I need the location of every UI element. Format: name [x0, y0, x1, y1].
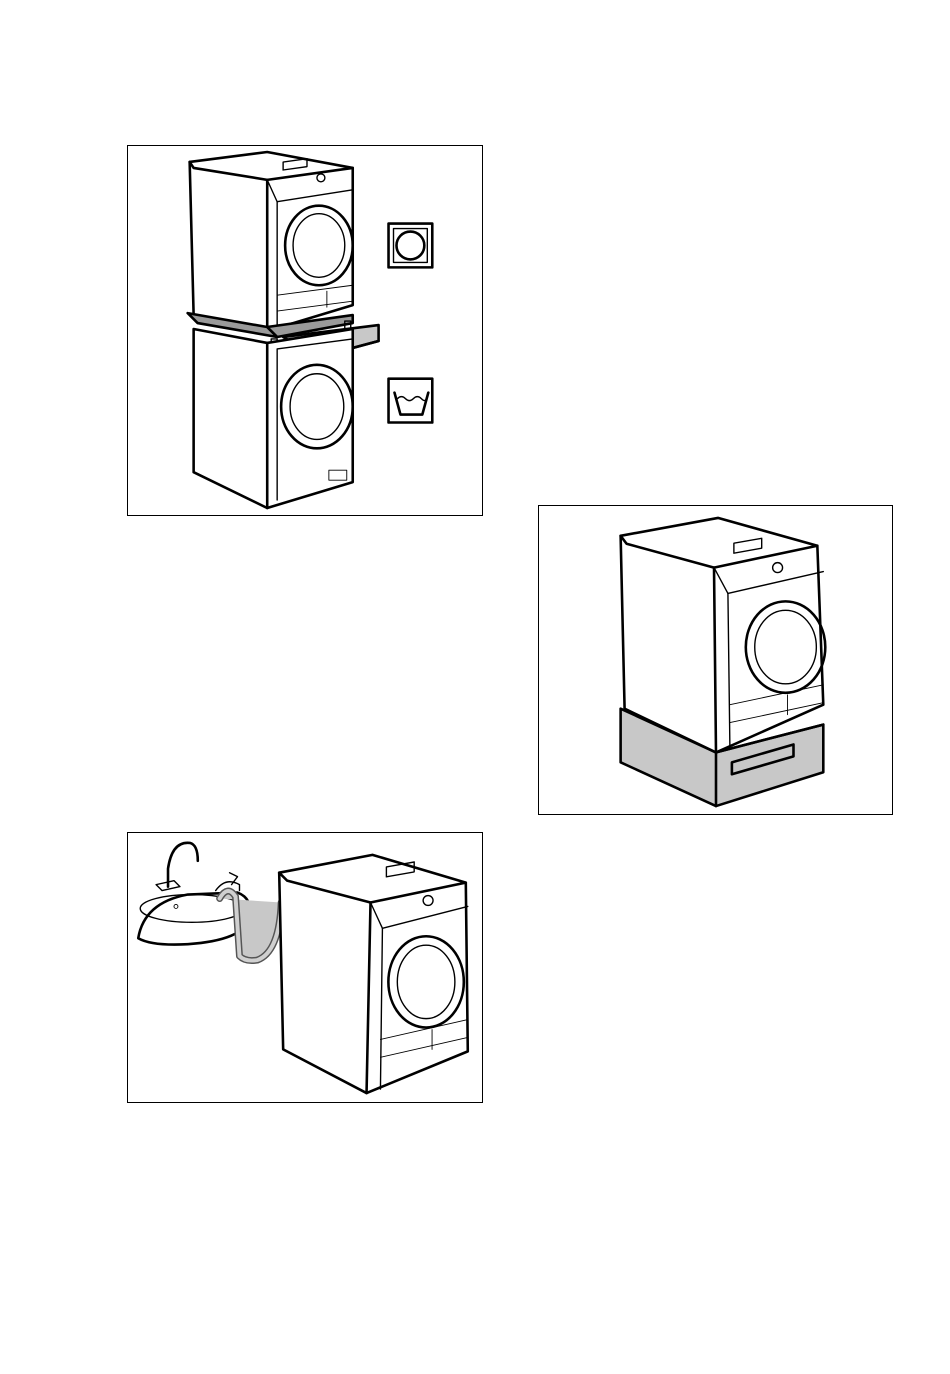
appliance-on-pedestal-drawing: [539, 506, 892, 814]
tumble-dryer-symbol-icon: [389, 224, 433, 268]
stacking-kit-illustration: [127, 145, 483, 516]
appliance-next-to-sink: [279, 855, 468, 1093]
pedestal-drawer-illustration: [538, 505, 893, 815]
dryer-appliance: [190, 152, 353, 331]
washing-machine-symbol-icon: [389, 379, 433, 423]
drain-hose-sink-illustration: [127, 832, 483, 1103]
appliance-on-pedestal: [621, 518, 826, 752]
stacked-dryer-washer-drawing: [128, 146, 482, 515]
drain-hose-to-sink-drawing: [128, 833, 482, 1102]
washing-machine-appliance: [194, 329, 353, 508]
